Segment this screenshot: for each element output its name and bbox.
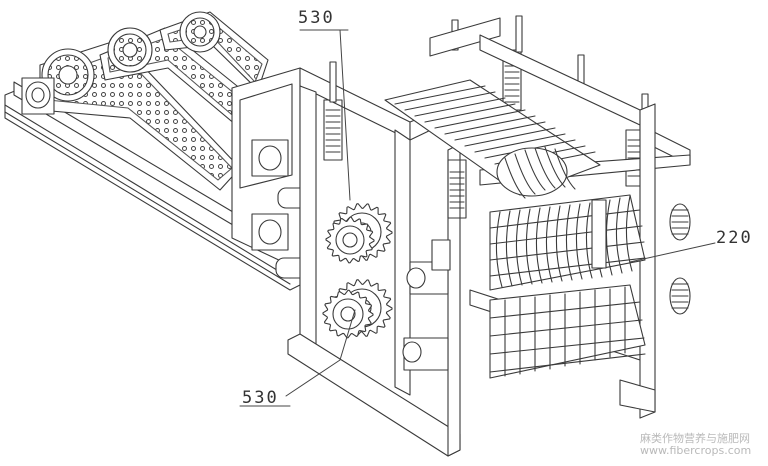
inner-bearings bbox=[402, 239, 451, 371]
outer-frame bbox=[287, 67, 461, 457]
lower-grid-roller bbox=[489, 284, 646, 379]
upper-rollers bbox=[384, 79, 601, 199]
watermark-title: 麻类作物营养与施肥网 bbox=[640, 432, 750, 445]
gears bbox=[322, 203, 393, 339]
callout-label-530-bottom: 530 bbox=[242, 388, 279, 408]
ribbed-roller bbox=[489, 194, 646, 291]
gear-upper-front-hub bbox=[342, 232, 358, 248]
left-bearings bbox=[21, 77, 55, 115]
callout-label-220: 220 bbox=[716, 228, 753, 248]
gearbox-frame bbox=[231, 67, 309, 279]
gear-lower-front-hub bbox=[340, 306, 356, 322]
callout-label-530-top: 530 bbox=[298, 8, 335, 28]
leader-lines bbox=[239, 29, 716, 407]
sprockets bbox=[41, 11, 221, 102]
watermark-url: www.fibercrops.com bbox=[640, 444, 752, 457]
right-drives bbox=[669, 203, 691, 315]
